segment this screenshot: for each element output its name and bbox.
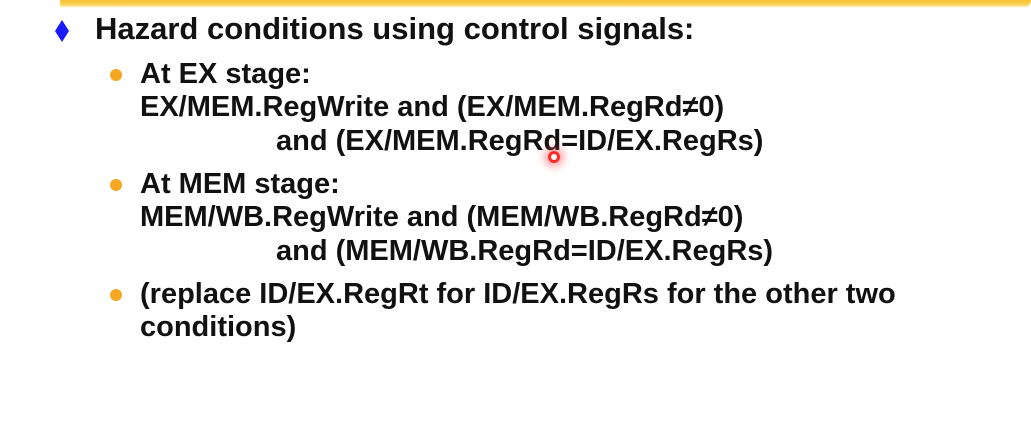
ex-condition-line-2: and (EX/MEM.RegRd=ID/EX.RegRs) [276,125,764,157]
bullet-dot-icon [110,69,122,81]
laser-pointer-cursor-icon [548,151,560,163]
ex-condition-line-1: EX/MEM.RegWrite and (EX/MEM.RegRd≠0) [140,91,725,123]
decorative-top-stroke [60,0,1031,8]
replace-note-line-2: conditions) [140,311,297,343]
diamond-bullet-icon [55,20,69,42]
slide-heading: Hazard conditions using control signals: [95,11,695,46]
bullet-dot-icon [110,289,122,301]
bullet-label-replace-note: (replace ID/EX.RegRt for ID/EX.RegRs for… [140,278,896,310]
mem-condition-line-2: and (MEM/WB.RegRd=ID/EX.RegRs) [276,235,774,267]
mem-condition-line-1: MEM/WB.RegWrite and (MEM/WB.RegRd≠0) [140,201,744,233]
bullet-dot-icon [110,179,122,191]
bullet-label-mem-stage: At MEM stage: [140,168,340,200]
bullet-label-ex-stage: At EX stage: [140,58,311,90]
